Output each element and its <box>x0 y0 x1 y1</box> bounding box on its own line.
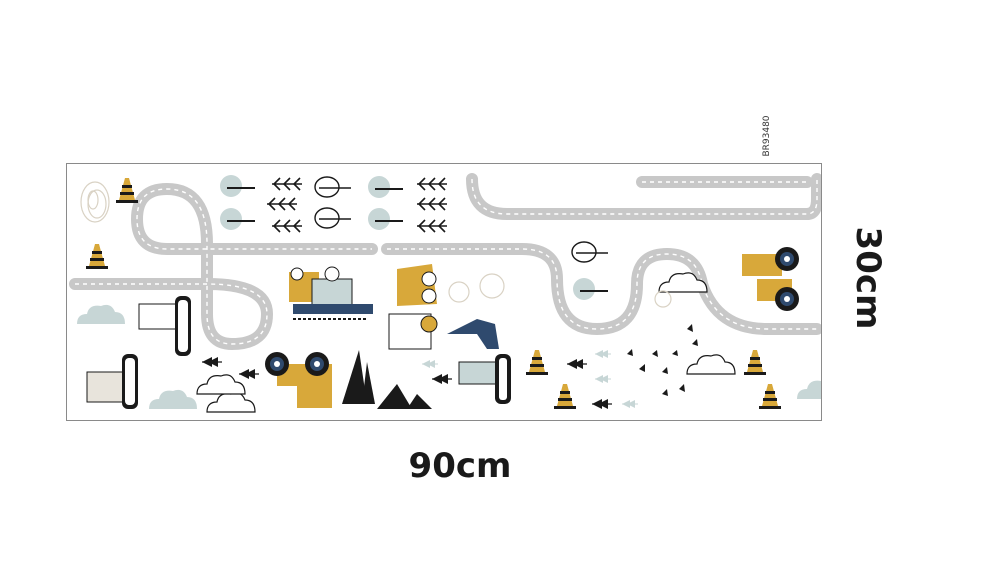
bulldozer-icon <box>265 352 332 408</box>
tractor-icon <box>742 247 799 311</box>
decal-sheet <box>66 163 822 421</box>
mountain-icon <box>342 350 432 409</box>
crane-truck-icon <box>289 266 373 320</box>
excavator-icon <box>447 319 511 404</box>
pine-tree-icon <box>627 324 698 396</box>
height-dimension-label: 30cm <box>848 226 888 330</box>
decal-artwork <box>69 173 821 413</box>
bulldozer-icon <box>86 296 191 409</box>
boulder-icon <box>448 273 672 308</box>
width-dimension-label: 90cm <box>408 446 512 486</box>
sheet-code: BR93480 <box>762 115 772 157</box>
bulldozer-icon <box>388 264 438 350</box>
arrow-tree-icon <box>266 177 448 233</box>
boulder-icon <box>80 181 110 223</box>
